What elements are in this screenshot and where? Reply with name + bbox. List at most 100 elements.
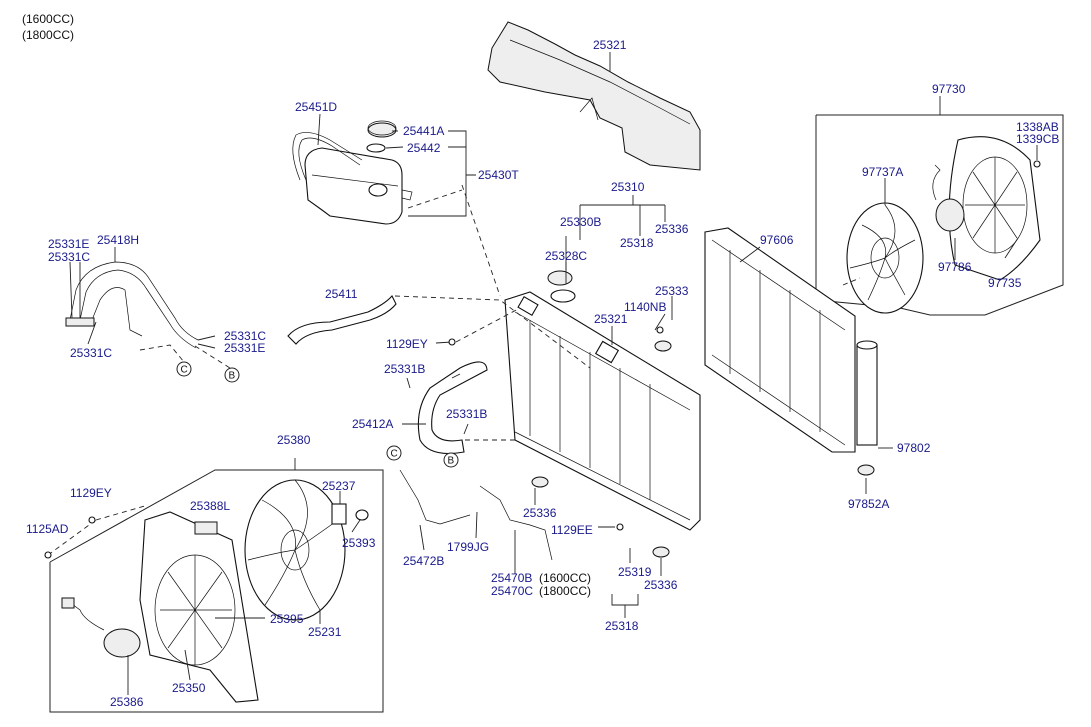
leader-lines	[69, 52, 1038, 695]
dash-reservoir-feed	[407, 189, 463, 209]
receiver-drier-97802-part	[856, 340, 878, 476]
callout-97786: 97786	[938, 260, 972, 274]
callout-25231: 25231	[308, 625, 342, 639]
ref-label-b-1: B	[229, 371, 236, 382]
callout-1799jg: 1799JG	[447, 540, 489, 554]
ref-circle-c-2	[386, 445, 402, 461]
ref-circle-b-2	[443, 452, 459, 468]
callout-25388l: 25388L	[190, 499, 230, 513]
callout-25330b: 25330B	[560, 215, 601, 229]
callout-25418h: 25418H	[97, 233, 139, 247]
callout-1125ad: 1125AD	[26, 522, 69, 536]
callout-1339cb: 1339CB	[1016, 132, 1059, 146]
dash-fan-condenser	[842, 277, 861, 286]
reservoir-tank-part	[304, 147, 413, 225]
callout-25350: 25350	[172, 681, 206, 695]
ref-label-c-1: C	[181, 365, 188, 376]
callout-25331c-lower: 25331C	[70, 346, 112, 360]
callout-25470c: 25470C	[491, 584, 533, 598]
upper-hose-25411-part	[287, 295, 397, 345]
callout-25333: 25333	[655, 284, 689, 298]
callout-25380: 25380	[277, 433, 311, 447]
engine-note-1600cc: (1600CC)	[22, 12, 74, 26]
callout-25237: 25237	[322, 479, 356, 493]
callout-97735: 97735	[988, 276, 1022, 290]
callout-25321-air-guard: 25321	[593, 38, 627, 52]
callout-25442: 25442	[407, 141, 441, 155]
callout-25411: 25411	[325, 287, 358, 301]
callout-25393: 25393	[342, 536, 376, 550]
radiator-part	[504, 291, 701, 531]
callout-25336-radiator: 25336	[655, 222, 689, 236]
callout-25336-lower: 25336	[523, 506, 557, 520]
clip-25237-part	[331, 503, 347, 525]
radiator-cap-25330b-part	[547, 270, 576, 303]
dash-bolt-1125ad	[47, 519, 97, 556]
callout-1140nb: 1140NB	[624, 300, 666, 314]
tube-25470b-part	[479, 485, 553, 561]
fan-25380-frame	[49, 469, 384, 713]
fan-97737a-part	[846, 202, 924, 314]
callout-25386: 25386	[110, 695, 144, 709]
callout-97737a: 97737A	[862, 165, 903, 179]
callout-25321-radiator: 25321	[594, 312, 628, 326]
part-callouts: 25321 97730 25451D 25441A 25442 25430T 1…	[26, 38, 1059, 709]
condenser-part	[704, 227, 856, 453]
callout-25331b-upper: 25331B	[384, 362, 425, 376]
reservoir-cap-25441a-part	[367, 120, 397, 138]
fan-shroud-25350-part	[139, 511, 259, 703]
callout-25331c-upper: 25331C	[48, 250, 90, 264]
callout-25310: 25310	[611, 180, 645, 194]
callout-25331b-lower: 25331B	[446, 407, 487, 421]
tube-25472b-part	[399, 469, 471, 525]
callout-25470b: 25470B	[491, 571, 532, 585]
callout-1129ey-fan: 1129EY	[70, 486, 112, 500]
dash-bolt-1129ey	[455, 307, 521, 343]
lower-hose-25412a-part	[417, 361, 488, 455]
variant-1600cc: (1600CC)	[539, 571, 591, 585]
dash-heater-b	[194, 345, 231, 369]
callout-25331c-right: 25331C	[224, 329, 266, 343]
ref-label-c-2: C	[391, 449, 398, 460]
callout-97802: 97802	[897, 441, 931, 455]
callout-25319: 25319	[618, 565, 652, 579]
label-25388l-part	[194, 521, 218, 535]
callout-25318-radiator: 25318	[620, 236, 654, 250]
fan-shroud-97735-part	[948, 136, 1041, 281]
callout-25331e-upper: 25331E	[48, 237, 89, 251]
callout-25441a: 25441A	[403, 124, 444, 138]
callout-1338ab: 1338AB	[1016, 120, 1059, 134]
ref-label-b-2: B	[448, 456, 455, 467]
fan-25231-part	[244, 479, 346, 621]
callout-1129ee: 1129EE	[551, 523, 593, 537]
dash-bolt-1129ey-b	[95, 504, 149, 521]
callout-1129ey-upper: 1129EY	[386, 337, 428, 351]
fan-motor-25386-part	[61, 597, 141, 658]
callout-25331e-right: 25331E	[224, 341, 265, 355]
callout-25336-bottom: 25336	[644, 578, 678, 592]
ref-circle-c-1	[176, 361, 192, 377]
overflow-hose-25451d-part	[292, 132, 363, 181]
fasteners	[44, 160, 1041, 559]
heater-hose-25418h-part	[65, 261, 199, 349]
callout-25472b: 25472B	[403, 554, 444, 568]
callout-25430t: 25430T	[478, 168, 519, 182]
callout-25328c: 25328C	[545, 249, 587, 263]
dash-heater-c	[139, 344, 185, 363]
callout-25451d: 25451D	[295, 100, 337, 114]
callout-97606: 97606	[760, 233, 794, 247]
engine-note-1800cc: (1800CC)	[22, 28, 74, 42]
dash-upper-hose	[394, 295, 591, 369]
callout-97730: 97730	[932, 82, 966, 96]
callout-25395: 25395	[270, 612, 304, 626]
callout-97852a: 97852A	[848, 497, 889, 511]
variant-1800cc: (1800CC)	[539, 584, 591, 598]
fan-motor-97786-part	[932, 164, 965, 232]
grommet-25393-part	[355, 509, 369, 521]
callout-25318-bottom: 25318	[605, 619, 639, 633]
callout-25412a: 25412A	[352, 417, 393, 431]
dash-reservoir-radiator	[461, 184, 501, 297]
ref-circle-b-1	[224, 367, 240, 383]
air-guard-part	[487, 21, 701, 171]
